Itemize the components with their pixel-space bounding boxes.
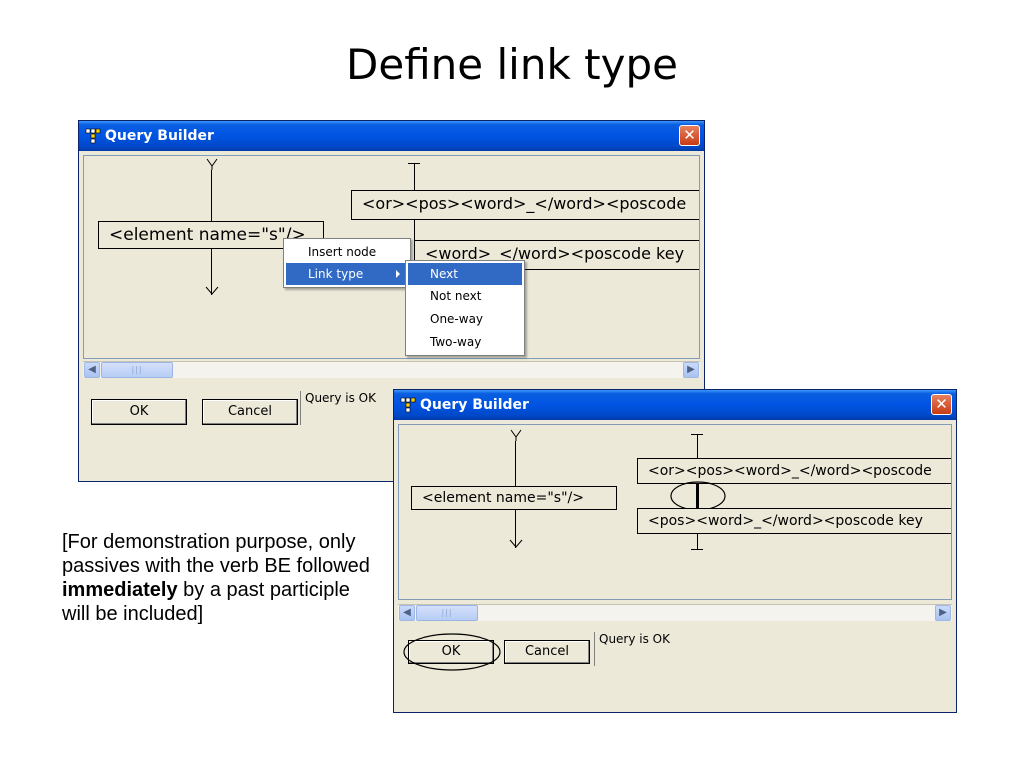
cancel-button[interactable]: Cancel <box>202 399 298 425</box>
caption-text-after: by a past participle will be included] <box>62 579 350 625</box>
horizontal-scrollbar[interactable]: ◀ ||| ▶ <box>83 361 700 378</box>
menu-item-insert-node[interactable]: Insert node <box>308 245 377 259</box>
ok-button[interactable]: OK <box>408 640 494 664</box>
scroll-right-arrow-icon[interactable]: ▶ <box>683 362 699 378</box>
down-arrow-icon <box>509 539 523 548</box>
window-title: Query Builder <box>420 397 529 413</box>
query-builder-app-icon <box>85 128 101 144</box>
submenu-item-not-next[interactable]: Not next <box>430 289 482 303</box>
element-link-line-top <box>515 441 516 486</box>
pos-node-bottom-tick <box>691 549 703 550</box>
window-1-titlebar[interactable]: Query Builder ✕ <box>79 121 704 151</box>
submenu-item-two-way[interactable]: Two-way <box>430 335 482 349</box>
scrollbar-thumb[interactable]: ||| <box>101 362 173 378</box>
slide-title: Define link type <box>346 40 678 89</box>
top-connector-icon <box>510 429 522 441</box>
or-node[interactable]: <or><pos><word>_</word><poscode <box>351 190 699 220</box>
horizontal-scrollbar[interactable]: ◀ ||| ▶ <box>398 604 952 621</box>
link-type-submenu: Next Not next One-way Two-way <box>405 260 525 356</box>
query-builder-app-icon <box>400 397 416 413</box>
word-node[interactable]: <word>_</word><poscode key <box>414 240 699 270</box>
ok-button[interactable]: OK <box>91 399 187 425</box>
status-text: Query is OK <box>300 391 376 425</box>
caption-bold-text: immediately <box>62 579 178 601</box>
element-node[interactable]: <element name="s"/> <box>411 486 617 510</box>
submenu-arrow-icon <box>396 270 400 278</box>
close-icon[interactable]: ✕ <box>679 125 700 146</box>
query-builder-window-2: Query Builder ✕ <element name="s"/> <or>… <box>393 389 957 713</box>
scroll-right-arrow-icon[interactable]: ▶ <box>935 605 951 621</box>
submenu-item-one-way[interactable]: One-way <box>430 312 484 326</box>
top-connector-icon <box>206 158 218 170</box>
pos-node[interactable]: <pos><word>_</word><poscode key <box>637 508 951 534</box>
context-menu: Insert node Link type <box>283 238 411 288</box>
cancel-button[interactable]: Cancel <box>504 640 590 664</box>
caption-text-before: [For demonstration purpose, only passive… <box>62 531 370 577</box>
menu-item-link-type-label: Link type <box>308 267 364 281</box>
element-link-line-bottom <box>211 249 212 295</box>
element-link-line-top <box>211 170 212 222</box>
link-type-marker <box>696 484 699 508</box>
window-title: Query Builder <box>105 128 214 144</box>
query-builder-window-1: Query Builder ✕ <element name="s"/> <or>… <box>78 120 705 482</box>
query-canvas[interactable]: <element name="s"/> <or><pos><word>_</wo… <box>398 424 952 600</box>
or-node-link-line-top <box>697 434 698 458</box>
scroll-left-arrow-icon[interactable]: ◀ <box>399 605 415 621</box>
query-canvas[interactable]: <element name="s"/> <or><pos><word>_</wo… <box>83 155 700 359</box>
pos-node-link-line-bottom <box>697 534 698 549</box>
or-node-link-line-top <box>414 163 415 190</box>
ok-highlight-ellipse-icon <box>403 633 501 671</box>
status-text: Query is OK <box>594 632 670 666</box>
menu-item-link-type[interactable]: Link type <box>286 263 408 285</box>
or-node-link-line-mid <box>414 220 415 240</box>
element-node[interactable]: <element name="s"/> <box>98 221 324 249</box>
or-node[interactable]: <or><pos><word>_</word><poscode <box>637 458 951 484</box>
slide-caption: [For demonstration purpose, only passive… <box>62 530 372 626</box>
submenu-item-next[interactable]: Next <box>408 263 522 285</box>
element-link-line-bottom <box>515 510 516 548</box>
down-arrow-icon <box>205 286 219 295</box>
scroll-left-arrow-icon[interactable]: ◀ <box>84 362 100 378</box>
window-2-titlebar[interactable]: Query Builder ✕ <box>394 390 956 420</box>
scrollbar-thumb[interactable]: ||| <box>416 605 478 621</box>
close-icon[interactable]: ✕ <box>931 394 952 415</box>
